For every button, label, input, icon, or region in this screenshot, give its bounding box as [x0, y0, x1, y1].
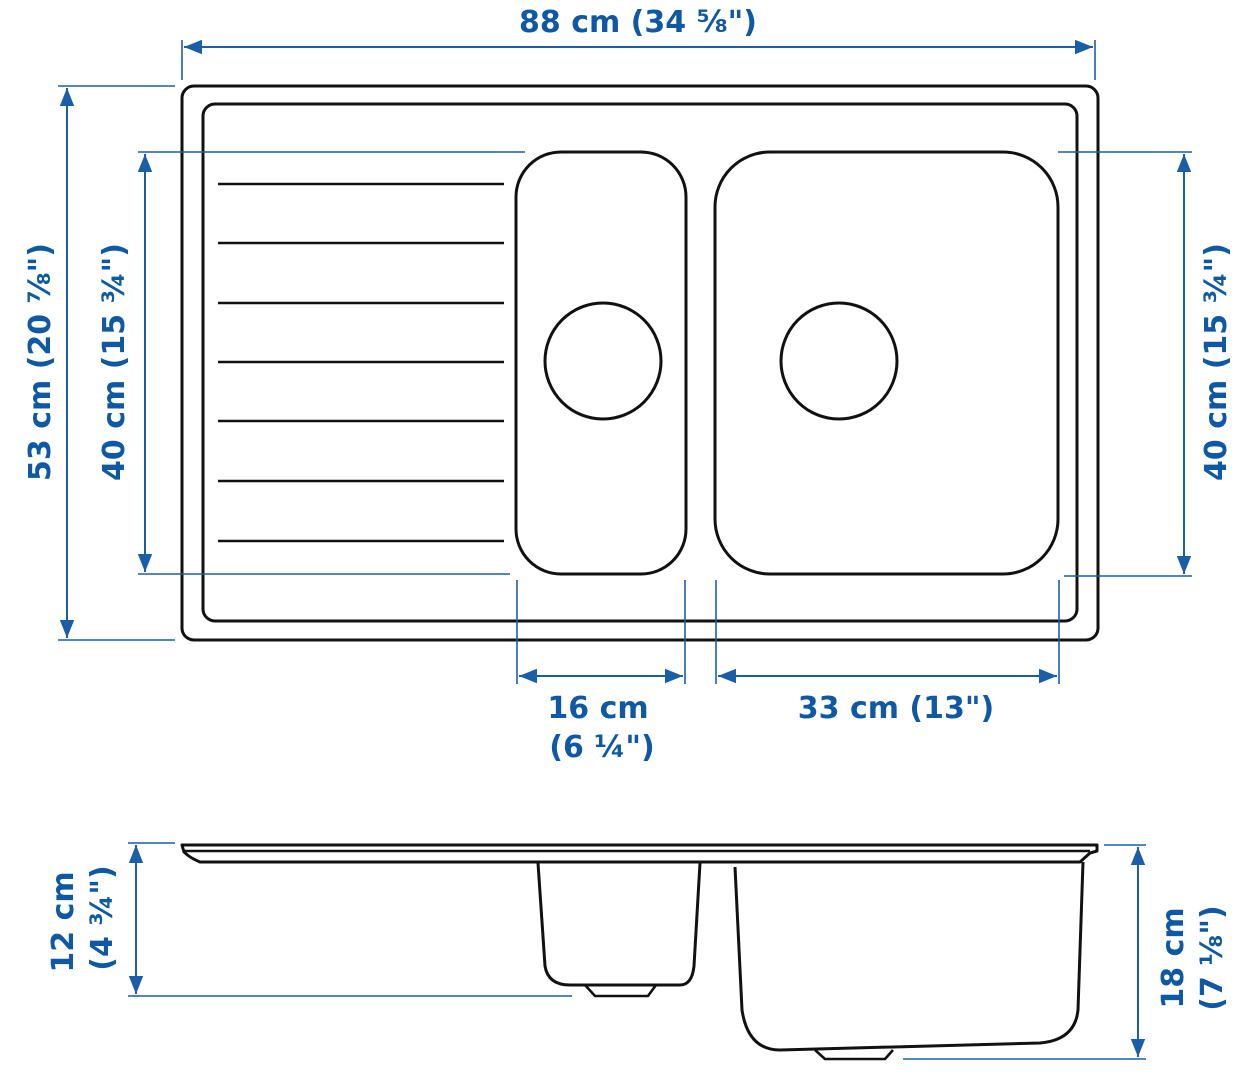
side-large-bowl	[733, 861, 1085, 1052]
overall-width-dimension: 88 cm (34 ⅝")	[181, 5, 1096, 80]
overall-depth-dimension: 53 cm (20 ⅞")	[23, 85, 175, 641]
side-small-bowl	[536, 862, 702, 987]
small-bowl-depth-dimension: 12 cm (4 ¾")	[46, 842, 572, 997]
side-view	[180, 843, 1099, 1061]
small-bowl-width-label-1: 16 cm	[547, 691, 648, 726]
top-view	[180, 84, 1100, 642]
bowl-depth-right-label: 40 cm (15 ¾")	[1199, 243, 1234, 481]
overall-width-label: 88 cm (34 ⅝")	[519, 5, 757, 40]
sink-outer-rim	[180, 84, 1100, 642]
sink-inner-rim	[201, 102, 1079, 623]
small-bowl-drain	[543, 301, 663, 421]
overall-depth-label: 53 cm (20 ⅞")	[23, 243, 58, 481]
bowl-depth-right-dimension: 40 cm (15 ¾")	[1058, 151, 1234, 577]
large-bowl-depth-label-2: (7 ⅛")	[1195, 905, 1230, 1010]
large-bowl	[713, 150, 1060, 576]
side-top-plate	[180, 843, 1099, 864]
drainboard-grooves	[218, 182, 504, 543]
large-bowl-width-dimension: 33 cm (13")	[715, 580, 1060, 726]
side-large-bowl-drain	[814, 1049, 894, 1061]
bowl-depth-left-dimension: 40 cm (15 ¾")	[97, 151, 525, 575]
side-small-bowl-drain	[584, 984, 658, 998]
small-bowl-depth-label-2: (4 ¾")	[85, 865, 120, 970]
small-bowl-width-label-2: (6 ¼")	[549, 730, 654, 765]
small-bowl-width-dimension: 16 cm (6 ¼")	[516, 580, 686, 765]
bowl-depth-left-label: 40 cm (15 ¾")	[97, 243, 132, 481]
small-bowl-depth-label-1: 12 cm	[46, 871, 81, 972]
large-bowl-depth-dimension: 18 cm (7 ⅛")	[903, 844, 1230, 1060]
large-bowl-width-label: 33 cm (13")	[798, 691, 994, 726]
small-bowl	[514, 150, 688, 576]
large-bowl-drain	[779, 301, 899, 421]
large-bowl-depth-label-1: 18 cm	[1156, 907, 1191, 1008]
